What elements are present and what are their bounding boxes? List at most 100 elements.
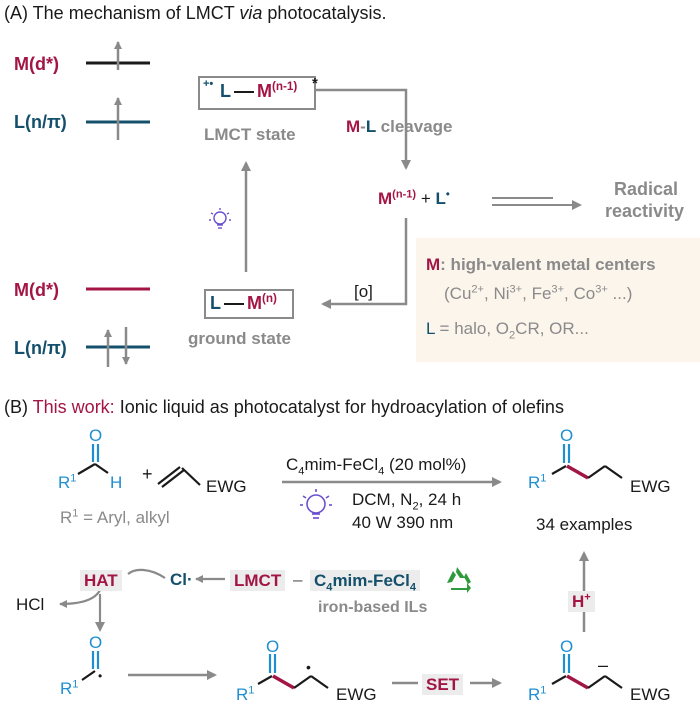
recycle-icon bbox=[447, 567, 471, 593]
aldehyde-r-index: 1 bbox=[70, 472, 77, 485]
aldehyde-structure bbox=[77, 444, 109, 475]
catalyst-sub1: 4 bbox=[298, 465, 305, 478]
catalyst-loading: (20 mol%) bbox=[384, 455, 467, 474]
part-a-heading-end: photocatalysis. bbox=[262, 3, 387, 23]
ion-fe: , Fe bbox=[522, 284, 552, 303]
solvent-sub: 2 bbox=[412, 500, 419, 513]
ion-co-charge: 3+ bbox=[595, 283, 608, 296]
product-r: R bbox=[528, 473, 541, 492]
part-a-heading: (A) The mechanism of LMCT via photocatal… bbox=[4, 4, 387, 22]
light-condition: 40 W 390 nm bbox=[352, 513, 454, 532]
reduced-metal-state: (n-1) bbox=[392, 188, 417, 201]
solvent-time: , 24 h bbox=[418, 490, 462, 509]
lmct-radical-cation: +• bbox=[203, 78, 214, 90]
il-mim: mim-FeCl bbox=[332, 571, 410, 590]
cl-to-hat-curve bbox=[127, 568, 166, 579]
radical-ewg: EWG bbox=[336, 685, 377, 704]
part-b-heading-label: (B) bbox=[4, 397, 33, 417]
set-chip: SET bbox=[422, 674, 464, 695]
aldehyde-r-group: R1 bbox=[58, 472, 77, 492]
anion-charge: – bbox=[598, 655, 609, 675]
panel-ligands-end: CR, OR... bbox=[515, 319, 589, 338]
proton-charge: + bbox=[584, 591, 591, 604]
cleavage-arrow bbox=[316, 88, 411, 170]
product-ewg: EWG bbox=[630, 477, 671, 496]
r1-def-text: = Aryl, alkyl bbox=[78, 508, 170, 527]
lmct-box-ligand: L bbox=[220, 81, 231, 101]
cleavage-text: cleavage bbox=[380, 117, 453, 136]
lower-ligand-label: L(n/π) bbox=[14, 338, 67, 358]
radical-r-group: R1 bbox=[236, 684, 255, 704]
acyl-r: R bbox=[60, 679, 73, 698]
radical-r: R bbox=[236, 685, 249, 704]
anion-ewg: EWG bbox=[630, 685, 671, 704]
product-r-index: 1 bbox=[540, 472, 547, 485]
lmct-chip: LMCT bbox=[230, 570, 286, 591]
ground-state-box bbox=[204, 289, 294, 319]
ion-co: , Co bbox=[564, 284, 596, 303]
il-c: C bbox=[314, 571, 327, 590]
ion-fe-charge: 3+ bbox=[551, 283, 565, 296]
acyl-radical-dot: • bbox=[98, 669, 103, 683]
oxidation-arrow bbox=[321, 218, 408, 309]
proton-chip: H+ bbox=[568, 591, 595, 612]
catalyst-c: C bbox=[286, 455, 299, 474]
part-a-heading-text: (A) The mechanism of LMCT bbox=[4, 3, 240, 23]
upper-ligand-label: L(n/π) bbox=[14, 112, 67, 132]
reduced-metal: M bbox=[378, 189, 393, 208]
oxidation-label: [o] bbox=[354, 282, 373, 301]
lmct-dash: – bbox=[293, 570, 303, 589]
anion-oxygen: O bbox=[560, 637, 574, 656]
cleavage-dash: - bbox=[360, 117, 366, 136]
ligand-radical-dot: • bbox=[445, 188, 450, 201]
ground-state-caption: ground state bbox=[188, 329, 291, 348]
lmct-excited-star: * bbox=[312, 75, 318, 92]
cleavage-products: M(n-1) + L• bbox=[378, 188, 450, 208]
r1-definition: R1 = Aryl, alkyl bbox=[60, 507, 170, 527]
r1-def-index: 1 bbox=[72, 507, 79, 520]
acyl-r-index: 1 bbox=[72, 678, 79, 691]
ground-box-ligand: L bbox=[210, 293, 221, 313]
anion-r-index: 1 bbox=[540, 684, 547, 697]
anion-structure bbox=[551, 654, 623, 690]
solvent-text: DCM, N bbox=[352, 490, 413, 509]
ground-box-metal: M bbox=[247, 293, 262, 313]
panel-title: M: high-valent metal centers bbox=[426, 256, 656, 273]
acyl-r-group: R1 bbox=[60, 678, 79, 698]
acyl-oxygen: O bbox=[89, 633, 103, 652]
chlorine-radical: Cl· bbox=[170, 570, 193, 589]
hcl-arrow bbox=[59, 589, 101, 608]
lmct-box-metal: M bbox=[257, 81, 272, 101]
lmct-state-box bbox=[198, 76, 316, 110]
panel-title-text: : high-valent metal centers bbox=[440, 255, 656, 274]
solvent-condition: DCM, N2, 24 h bbox=[352, 490, 462, 512]
reactivity-label: reactivity bbox=[605, 201, 685, 221]
ion-ni: , Ni bbox=[484, 284, 510, 303]
lower-metal-label: M(d*) bbox=[14, 280, 59, 300]
ground-box-oxidation-state: (n) bbox=[262, 292, 277, 305]
cleavage-ligand: L bbox=[365, 117, 376, 136]
part-b-heading-text: Ionic liquid as photocatalyst for hydroa… bbox=[114, 397, 564, 417]
panel-ligands-text: = halo, O bbox=[434, 319, 510, 338]
radical-r-index: 1 bbox=[248, 684, 255, 697]
products-plus: + bbox=[420, 189, 431, 208]
anion-r-group: R1 bbox=[528, 684, 547, 703]
carbon-radical-dot: • bbox=[306, 659, 311, 675]
aldehyde-r: R bbox=[58, 473, 71, 492]
olefin-ewg: EWG bbox=[206, 477, 247, 496]
radical-oxygen: O bbox=[266, 637, 280, 656]
catalyst-mim: mim-FeCl bbox=[304, 455, 379, 474]
proton-h: H bbox=[572, 592, 585, 611]
lmct-box-oxidation-state: (n-1) bbox=[272, 80, 298, 93]
alkyl-radical-structure bbox=[257, 654, 329, 690]
product-structure bbox=[551, 444, 623, 480]
examples-count: 34 examples bbox=[536, 515, 633, 534]
upper-metal-label: M(d*) bbox=[14, 54, 59, 74]
radical-label: Radical bbox=[614, 179, 679, 199]
reactant-plus: + bbox=[142, 464, 153, 484]
olefin-structure bbox=[157, 466, 201, 488]
lmct-box-formula: L M(n-1) bbox=[220, 80, 298, 101]
panel-ions: (Cu2+, Ni3+, Fe3+, Co3+ ...) bbox=[444, 283, 632, 303]
